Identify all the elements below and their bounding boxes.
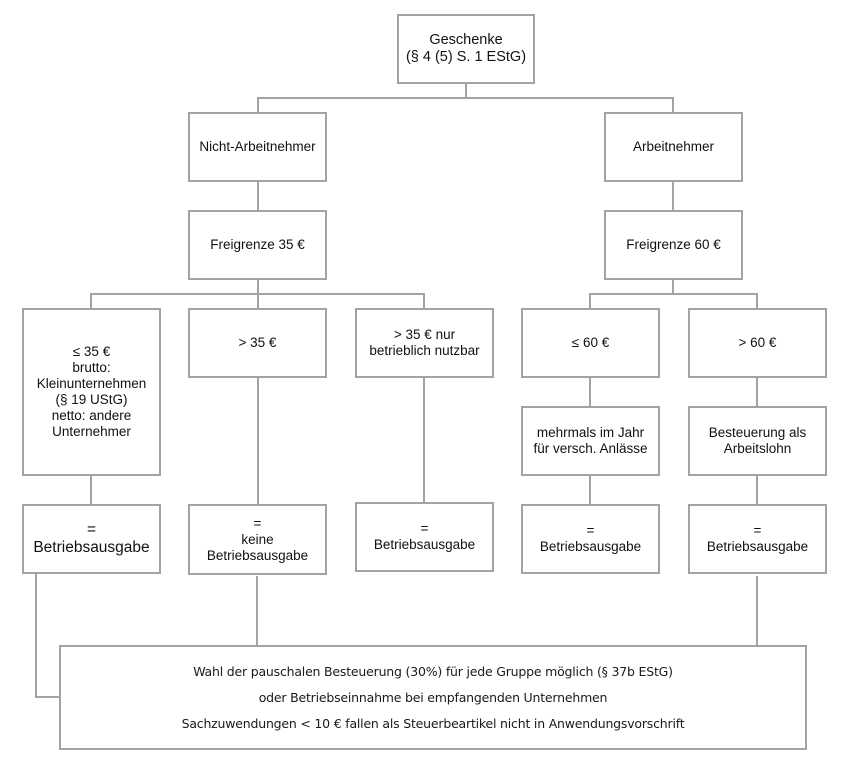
connector-freigrenze60-down <box>672 279 674 294</box>
connector-to-arbeitnehmer <box>672 97 674 113</box>
connector-level2-bar <box>257 97 674 99</box>
connector-to-case-gt60 <box>756 293 758 309</box>
connector-arbeitnehmer-to-freigrenze <box>672 181 674 211</box>
result-le60-betriebsausgabe: = Betriebsausgabe <box>521 504 660 574</box>
connector-freigrenze35-down <box>257 279 259 294</box>
node-case-gt35-betrieblich: > 35 € nur betrieblich nutzbar <box>355 308 494 378</box>
connector-to-case-le35 <box>90 293 92 309</box>
connector-gt60-result-to-note <box>756 576 758 646</box>
connector-to-nicht-arbeitnehmer <box>257 97 259 113</box>
note-pauschale-besteuerung: Wahl der pauschalen Besteuerung (30%) fü… <box>59 645 807 750</box>
connector-gt35-betrieblich-to-result <box>423 377 425 503</box>
node-detail-mehrmals: mehrmals im Jahr für versch. Anlässe <box>521 406 660 476</box>
node-freigrenze-35: Freigrenze 35 € <box>188 210 327 280</box>
connector-gt35-to-result <box>257 377 259 505</box>
note-line-1: Wahl der pauschalen Besteuerung (30%) fü… <box>193 663 673 679</box>
node-detail-arbeitslohn: Besteuerung als Arbeitslohn <box>688 406 827 476</box>
connector-right-cases-bar <box>589 293 758 295</box>
note-line-3: Sachzuwendungen < 10 € fallen als Steuer… <box>181 715 685 731</box>
node-arbeitnehmer: Arbeitnehmer <box>604 112 743 182</box>
connector-to-case-gt35 <box>257 293 259 309</box>
result-le35-betriebsausgabe: = Betriebsausgabe <box>22 504 161 574</box>
connector-le35-result-to-note-h <box>35 696 60 698</box>
result-gt35-keine-betriebsausgabe: = keine Betriebsausgabe <box>188 504 327 575</box>
result-gt35-betrieblich-betriebsausgabe: = Betriebsausgabe <box>355 502 494 572</box>
root-node-geschenke: Geschenke (§ 4 (5) S. 1 EStG) <box>397 14 535 84</box>
node-nicht-arbeitnehmer: Nicht-Arbeitnehmer <box>188 112 327 182</box>
node-case-le35: ≤ 35 € brutto: Kleinunternehmen (§ 19 US… <box>22 308 161 476</box>
connector-le60-to-detail <box>589 377 591 407</box>
connector-gt60-detail-to-result <box>756 475 758 505</box>
connector-le35-result-to-note <box>35 573 37 698</box>
connector-nicht-arbeitnehmer-to-freigrenze <box>257 181 259 211</box>
connector-gt60-to-detail <box>756 377 758 407</box>
connector-keine-result-to-note <box>256 576 258 646</box>
node-case-le60: ≤ 60 € <box>521 308 660 378</box>
node-case-gt35: > 35 € <box>188 308 327 378</box>
node-case-gt60: > 60 € <box>688 308 827 378</box>
connector-le35-to-result <box>90 475 92 505</box>
connector-le60-detail-to-result <box>589 475 591 505</box>
connector-root-down <box>465 83 467 98</box>
connector-to-case-gt35-betrieblich <box>423 293 425 309</box>
note-line-2: oder Betriebseinnahme bei empfangenden U… <box>258 689 608 705</box>
result-gt60-betriebsausgabe: = Betriebsausgabe <box>688 504 827 574</box>
connector-to-case-le60 <box>589 293 591 309</box>
node-freigrenze-60: Freigrenze 60 € <box>604 210 743 280</box>
